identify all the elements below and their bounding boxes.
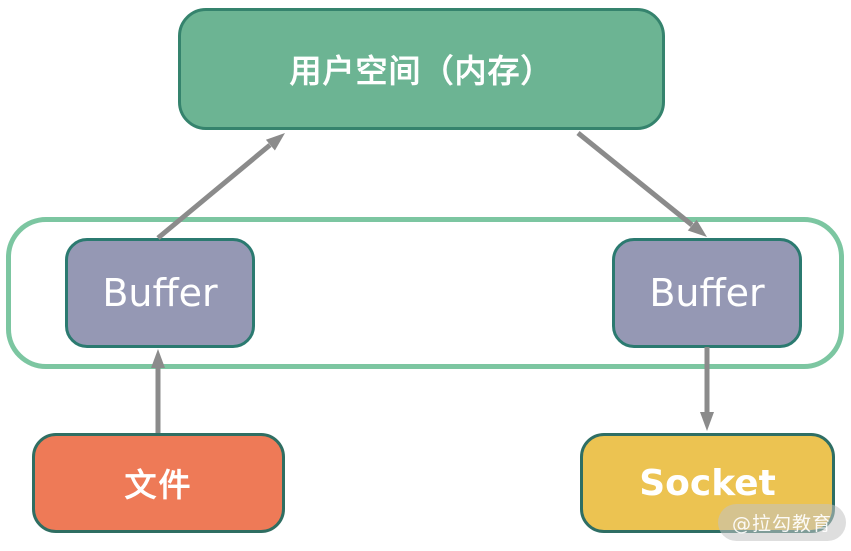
- buffer-left-label: Buffer: [102, 271, 218, 315]
- file-label: 文件: [124, 466, 193, 504]
- file-box: 文件: [32, 433, 285, 533]
- user-space-label: 用户空间（内存）: [289, 52, 554, 90]
- watermark-label: @拉勾教育: [731, 513, 832, 535]
- socket-label: Socket: [639, 462, 776, 504]
- buffer-right-box: Buffer: [612, 238, 802, 348]
- kernel-space-container: [6, 217, 844, 369]
- buffer-left-box: Buffer: [65, 238, 255, 348]
- buffer-right-label: Buffer: [649, 271, 765, 315]
- user-space-box: 用户空间（内存）: [178, 8, 665, 130]
- watermark-badge: @拉勾教育: [718, 504, 846, 541]
